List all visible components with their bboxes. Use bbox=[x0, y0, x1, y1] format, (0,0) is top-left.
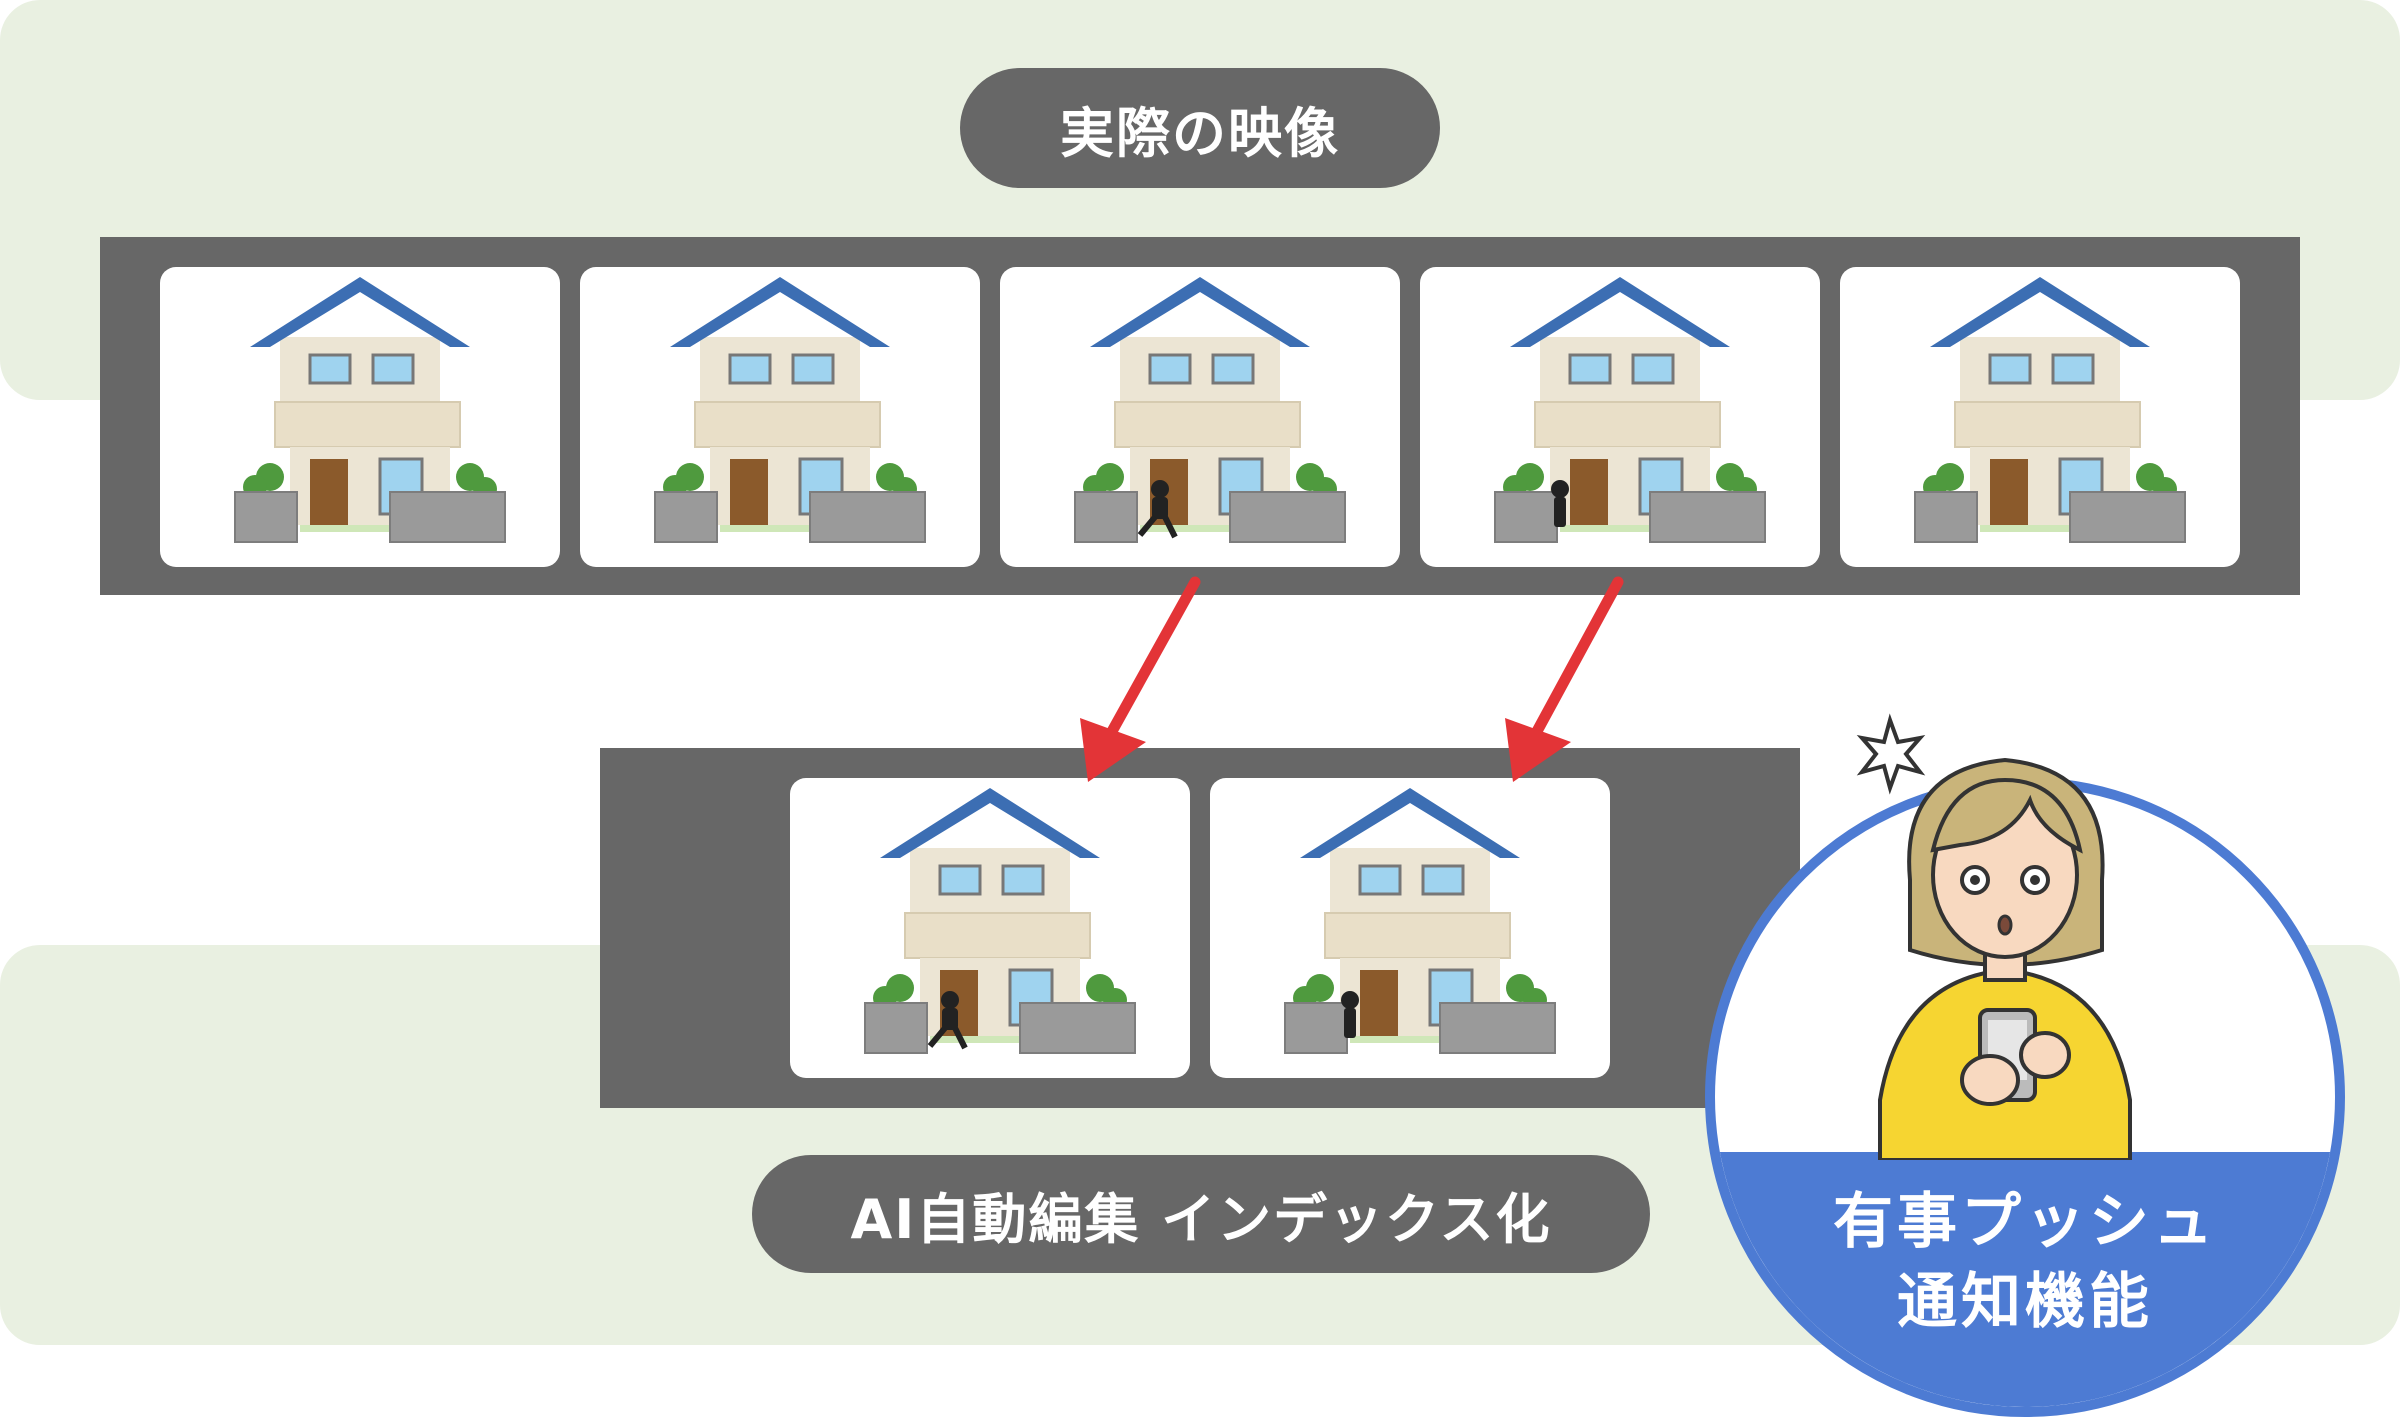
push-notification-badge: 有事プッシュ 通知機能 bbox=[1705, 777, 2345, 1417]
frame-actual-2 bbox=[580, 267, 980, 567]
notification-line-2: 通知機能 bbox=[1897, 1267, 2153, 1337]
intruder-icon bbox=[1137, 480, 1178, 539]
house-icon bbox=[1284, 788, 1556, 1054]
house-icon bbox=[654, 277, 926, 543]
house-icon bbox=[1494, 277, 1766, 543]
house-icon bbox=[1074, 277, 1346, 543]
frame-actual-5 bbox=[1840, 267, 2240, 567]
frame-indexed-1 bbox=[790, 778, 1190, 1078]
arrow-icon bbox=[1505, 576, 1624, 782]
house-icon bbox=[1914, 277, 2186, 543]
frame-actual-3 bbox=[1000, 267, 1400, 567]
notification-line-1: 有事プッシュ bbox=[1833, 1187, 2217, 1257]
surprised-woman-with-phone-icon bbox=[1856, 713, 2132, 1160]
notification-fill bbox=[1715, 1152, 2335, 1407]
house-icon bbox=[234, 277, 506, 543]
intruder-icon bbox=[927, 991, 968, 1050]
intruder-icon bbox=[1341, 991, 1359, 1038]
actual-footage-label: 実際の映像 bbox=[960, 68, 1440, 188]
frame-actual-4 bbox=[1420, 267, 1820, 567]
frame-actual-1 bbox=[160, 267, 560, 567]
arrow-icon bbox=[1080, 576, 1201, 782]
ai-index-label: AI自動編集 インデックス化 bbox=[752, 1155, 1650, 1273]
alert-burst-icon bbox=[1856, 713, 1926, 795]
intruder-icon bbox=[1551, 480, 1569, 527]
frame-indexed-2 bbox=[1210, 778, 1610, 1078]
notification-text: 有事プッシュ 通知機能 bbox=[1715, 1182, 2335, 1342]
